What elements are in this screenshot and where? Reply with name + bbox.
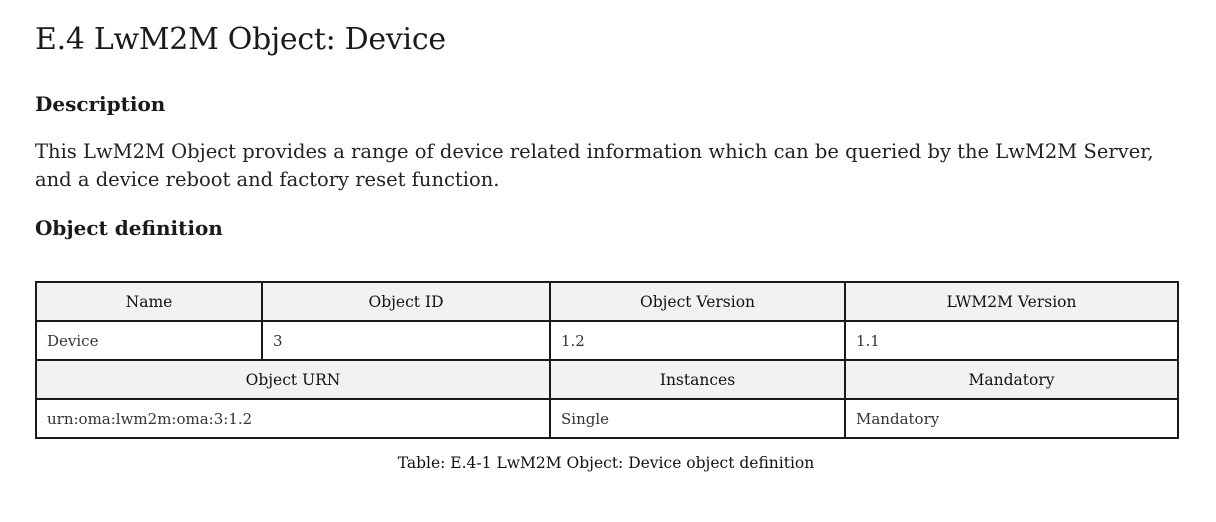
cell-mandatory: Mandatory	[844, 398, 1179, 439]
header-object-id: Object ID	[261, 281, 551, 322]
cell-instances: Single	[549, 398, 846, 439]
description-text: This LwM2M Object provides a range of de…	[35, 140, 1154, 191]
header-object-version: Object Version	[549, 281, 846, 322]
cell-name: Device	[35, 320, 263, 361]
header-lwm2m-version: LWM2M Version	[844, 281, 1179, 322]
section-title: E.4 LwM2M Object: Device	[35, 22, 446, 57]
object-definition-table: Name Object ID Object Version LWM2M Vers…	[35, 281, 1179, 439]
table-header-row: Object URN Instances Mandatory	[35, 359, 1179, 400]
cell-object-version: 1.2	[549, 320, 846, 361]
header-name: Name	[35, 281, 263, 322]
object-definition-heading: Object definition	[35, 216, 223, 240]
table-row: urn:oma:lwm2m:oma:3:1.2 Single Mandatory	[35, 398, 1179, 439]
header-instances: Instances	[549, 359, 846, 400]
header-mandatory: Mandatory	[844, 359, 1179, 400]
cell-object-id: 3	[261, 320, 551, 361]
description-heading: Description	[35, 92, 166, 116]
cell-lwm2m-version: 1.1	[844, 320, 1179, 361]
table-header-row: Name Object ID Object Version LWM2M Vers…	[35, 281, 1179, 322]
table-caption: Table: E.4-1 LwM2M Object: Device object…	[397, 454, 815, 472]
table-row: Device 3 1.2 1.1	[35, 320, 1179, 361]
header-object-urn: Object URN	[35, 359, 551, 400]
cell-object-urn: urn:oma:lwm2m:oma:3:1.2	[35, 398, 551, 439]
